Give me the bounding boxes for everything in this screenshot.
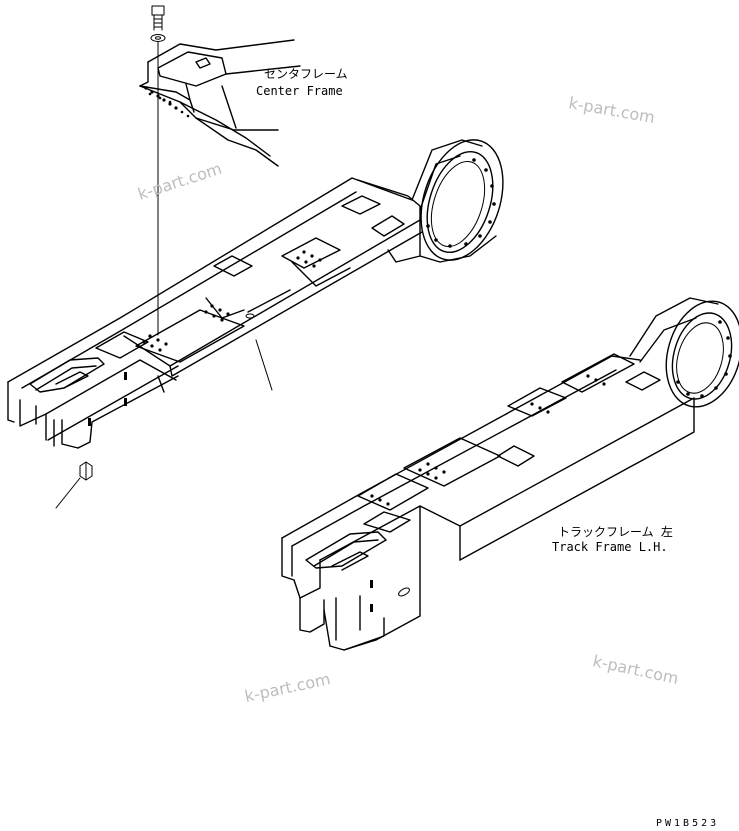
nut-icon [79,461,93,481]
watermark: k-part.com [243,669,332,706]
watermark: k-part.com [591,651,680,688]
center-frame-label-jp: センタフレーム [264,67,348,81]
track-frame-left [281,297,739,651]
nut-leader-line [55,477,81,509]
track-frame-upper [7,139,504,449]
center-frame-label-en: Center Frame [256,84,343,98]
watermark: k-part.com [135,159,224,204]
drawing-code: PW1B523 [656,818,719,829]
frame-leader-line [255,339,273,391]
track-frame-label-en: Track Frame L.H. [552,540,668,554]
bolt-icon [151,5,165,31]
washer-icon [150,34,166,42]
center-frame-bracket [139,39,301,167]
watermark: k-part.com [567,93,656,127]
track-frame-label-jp: トラックフレーム 左 [558,524,673,539]
